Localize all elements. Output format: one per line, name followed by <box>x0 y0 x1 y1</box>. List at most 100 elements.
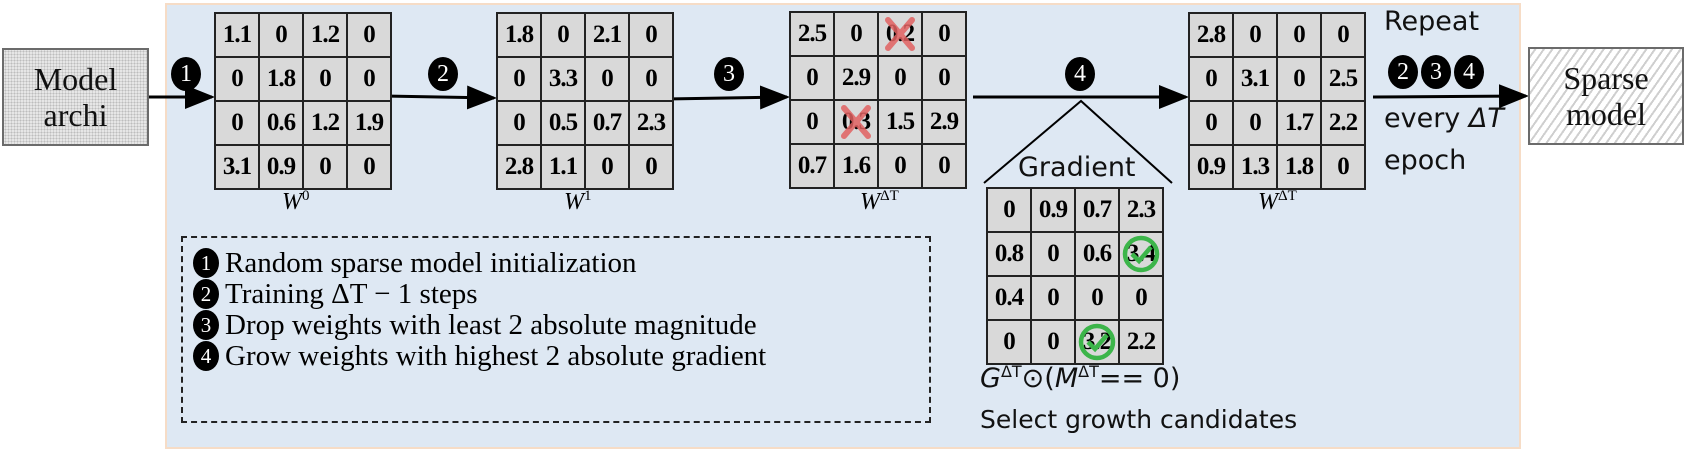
cell-value: 1.8 <box>1284 153 1314 180</box>
matrix-cell: 0.3 <box>835 101 877 143</box>
matrix-cell: 0 <box>1234 14 1276 56</box>
matrix-cell: 0 <box>791 101 833 143</box>
matrix-cell: 0 <box>1076 277 1118 319</box>
gradient-formula: GΔT⊙(MΔT== 0) <box>980 362 1181 394</box>
cell-value: 3.3 <box>548 65 578 92</box>
cell-value: 1.1 <box>548 153 578 180</box>
matrix-cell: 3.2 <box>1076 321 1118 363</box>
cell-value: 0 <box>513 65 525 92</box>
cell-value: 0 <box>1293 21 1305 48</box>
repeat-badge-2: 2 <box>1388 55 1418 89</box>
cell-value: 0 <box>938 64 950 91</box>
cell-value: 2.8 <box>504 153 534 180</box>
matrix-cell: 2.8 <box>1190 14 1232 56</box>
cell-value: 0 <box>319 65 331 92</box>
matrix-cell: 0.2 <box>879 13 921 55</box>
matrix-cell: 2.2 <box>1120 321 1162 363</box>
matrix-cell: 2.3 <box>1120 189 1162 231</box>
cell-value: 1.2 <box>310 109 340 136</box>
cell-value: 0 <box>1249 109 1261 136</box>
cell-value: 0.7 <box>797 152 827 179</box>
matrix-cell: 0 <box>348 14 390 56</box>
cell-value: 2.1 <box>592 21 622 48</box>
cell-value: 0.8 <box>994 240 1024 267</box>
cell-value: 1.2 <box>310 21 340 48</box>
cell-value: 0 <box>1205 109 1217 136</box>
matrix-cell: 0.7 <box>586 102 628 144</box>
matrix-cell: 0 <box>923 13 965 55</box>
cell-value: 0 <box>1337 153 1349 180</box>
matrix-cell: 0.7 <box>1076 189 1118 231</box>
matrix-cell: 0 <box>879 57 921 99</box>
cell-value: 1.8 <box>266 65 296 92</box>
matrix-cell: 3.4 <box>1120 233 1162 275</box>
matrix-cell: 0 <box>586 146 628 188</box>
cell-value: 0 <box>806 108 818 135</box>
sparse-model-line2: model <box>1566 96 1646 132</box>
cell-value: 0.5 <box>548 109 578 136</box>
matrix-cell: 0.6 <box>1076 233 1118 275</box>
matrix-cell: 3.1 <box>216 146 258 188</box>
matrix-cell: 0 <box>1322 14 1364 56</box>
matrix-cell: 0 <box>348 58 390 100</box>
cell-value: 0.6 <box>1082 240 1112 267</box>
legend-badge: 2 <box>193 279 219 309</box>
cell-value: 0 <box>1293 65 1305 92</box>
repeat-badge-4: 4 <box>1454 55 1484 89</box>
cell-value: 0 <box>363 153 375 180</box>
matrix-cell: 0 <box>216 102 258 144</box>
cell-value: 0.9 <box>266 153 296 180</box>
matrix-cell: 0 <box>630 58 672 100</box>
cell-value: 2.9 <box>841 64 871 91</box>
matrix-cell: 0 <box>988 321 1030 363</box>
cell-value: 0 <box>1205 65 1217 92</box>
matrix-cell: 0 <box>542 14 584 56</box>
matrix-w-delta-t-pruned-label: WΔT <box>860 188 899 215</box>
cell-value: 0 <box>319 153 331 180</box>
matrix-cell: 0 <box>304 146 346 188</box>
cell-value: 0.9 <box>1196 153 1226 180</box>
cell-value: 0.7 <box>1082 196 1112 223</box>
cell-value: 0 <box>231 109 243 136</box>
matrix-cell: 2.5 <box>791 13 833 55</box>
legend-text: Training ΔT − 1 steps <box>225 277 478 310</box>
cell-value: 0 <box>806 64 818 91</box>
cell-value: 0 <box>850 20 862 47</box>
cell-value: 1.1 <box>222 21 252 48</box>
arrow-2 <box>383 85 497 110</box>
cell-value: 0 <box>894 152 906 179</box>
matrix-cell: 0.4 <box>988 277 1030 319</box>
cell-value: 0 <box>938 152 950 179</box>
matrix-cell: 0.7 <box>791 145 833 187</box>
cell-value: 1.7 <box>1284 109 1314 136</box>
cell-value: 2.5 <box>797 20 827 47</box>
cell-value: 0 <box>645 153 657 180</box>
matrix-cell: 0.9 <box>1032 189 1074 231</box>
sparse-model-line1: Sparse <box>1563 60 1649 96</box>
matrix-cell: 1.9 <box>348 102 390 144</box>
legend-badge: 3 <box>193 310 219 340</box>
matrix-cell: 3.3 <box>542 58 584 100</box>
every-delta-t-label: every ΔT <box>1384 103 1504 134</box>
cell-value: 0.7 <box>592 109 622 136</box>
matrix-cell: 0.5 <box>542 102 584 144</box>
matrix-cell: 1.7 <box>1278 102 1320 144</box>
cell-value: 0 <box>1337 21 1349 48</box>
matrix-cell: 1.5 <box>879 101 921 143</box>
matrix-cell: 0 <box>1032 321 1074 363</box>
matrix-cell: 2.5 <box>1322 58 1364 100</box>
cell-value: 0 <box>275 21 287 48</box>
matrix-cell: 0 <box>586 58 628 100</box>
arrow-5 <box>1372 84 1529 109</box>
cell-value: 2.3 <box>636 109 666 136</box>
matrix-cell: 0 <box>1278 14 1320 56</box>
step-badge-2: 2 <box>428 57 458 91</box>
cell-value: 0.3 <box>841 108 871 135</box>
matrix-cell: 1.8 <box>498 14 540 56</box>
cell-value: 0 <box>645 21 657 48</box>
cell-value: 0.4 <box>994 284 1024 311</box>
